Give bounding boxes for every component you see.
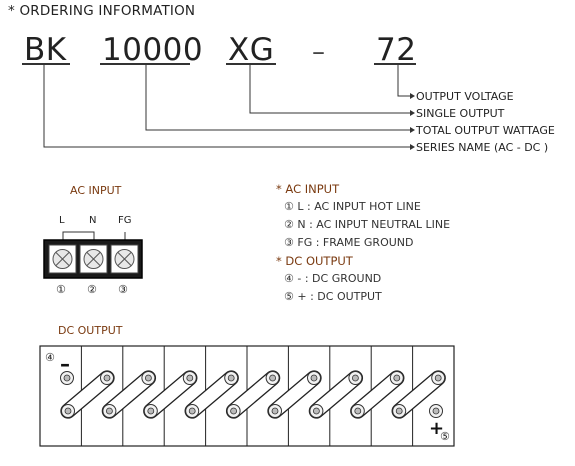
dc-bus-screw-center [227, 374, 235, 382]
legend-dc-text-2: + : DC OUTPUT [297, 290, 382, 303]
legend-ac-num-1: ① [284, 200, 294, 213]
dc-bus-screw-center [269, 374, 277, 382]
dc-bus-screw-center [310, 374, 318, 382]
dc-bus-bar [143, 370, 198, 419]
code-series: BK [24, 32, 67, 68]
dc-bus-bar [60, 370, 115, 419]
dc-bus-bar-body [60, 370, 115, 419]
ac-terminal-l [48, 244, 77, 274]
dc-bus-bar-body [101, 370, 157, 419]
legend-dc-item-1: ④ - : DC GROUND [284, 272, 381, 285]
pin-number-1: ① [56, 283, 66, 296]
code-voltage-underline [374, 63, 416, 65]
dc-bus-screw-center [106, 407, 113, 415]
leader-series-name [43, 65, 410, 148]
legend-ac-text-3: FG : FRAME GROUND [297, 236, 414, 249]
dc-bus-screw-center [64, 407, 72, 415]
dc-bus-bar-body [184, 370, 239, 419]
legend-dc-text-1: - : DC GROUND [297, 272, 382, 285]
legend-ac-heading: * AC INPUT [276, 182, 340, 196]
dc-output-label: DC OUTPUT [58, 324, 123, 337]
dc-bus-screw-center [393, 374, 401, 382]
pin-label-n: N [89, 215, 97, 226]
ln-bracket [62, 231, 95, 240]
legend-ac-num-2: ② [284, 218, 294, 231]
dc-bus-screw-center [144, 374, 152, 382]
legend-ac-item-1: ① L : AC INPUT HOT LINE [284, 200, 421, 213]
dc-bus-screw-center [395, 407, 403, 415]
code-voltage: 72 [376, 32, 417, 68]
dc-bus-screw-center [186, 374, 194, 382]
dc-bus-screw-center [188, 407, 196, 415]
code-series-underline [22, 63, 70, 65]
dc-neg-screw-center [63, 374, 71, 382]
ac-input-label: AC INPUT [70, 184, 122, 197]
legend-dc-heading: * DC OUTPUT [276, 254, 353, 268]
desc-output-voltage: OUTPUT VOLTAGE [416, 90, 514, 103]
desc-total-output-wattage: TOTAL OUTPUT WATTAGE [416, 124, 555, 137]
dc-pos-sign: + [429, 418, 445, 439]
legend-dc-item-2: ⑤ + : DC OUTPUT [284, 290, 382, 303]
legend-dc-num-2: ⑤ [284, 290, 294, 303]
legend-ac-item-3: ③ FG : FRAME GROUND [284, 236, 414, 249]
desc-single-output: SINGLE OUTPUT [416, 107, 505, 120]
ac-terminal-n [79, 244, 108, 274]
dc-bus-screw-center [271, 407, 279, 415]
leader-output-voltage [397, 65, 410, 97]
code-output-type: XG [228, 32, 275, 68]
dc-bus-screw-center [230, 407, 238, 415]
dc-bus-screw-center [351, 374, 359, 382]
dc-bus-bar [184, 370, 239, 419]
pin-label-fg: FG [118, 215, 132, 226]
dc-bus-screw-center [312, 407, 320, 415]
dc-terminal-block [39, 345, 455, 447]
legend-ac-text-1: L : AC INPUT HOT LINE [297, 200, 421, 213]
ac-terminal-fg [110, 244, 139, 274]
dc-neg-sign: – [60, 352, 70, 376]
leader-total-wattage [145, 65, 410, 131]
dc-neg-number: ④ [45, 351, 55, 364]
dc-bus-screw-center [147, 407, 155, 415]
legend-dc-num-1: ④ [284, 272, 294, 285]
dc-bus-screw-center [434, 374, 442, 382]
legend-ac-item-2: ② N : AC INPUT NEUTRAL LINE [284, 218, 450, 231]
code-dash: – [312, 37, 326, 67]
pin-number-3: ③ [118, 283, 128, 296]
code-output-type-underline [226, 63, 276, 65]
page-title: * ORDERING INFORMATION [8, 3, 196, 19]
dc-pos-screw-center [432, 407, 440, 415]
code-wattage: 10000 [102, 32, 204, 68]
leader-lines [43, 65, 415, 150]
ac-terminal-block [43, 231, 143, 279]
desc-series-name: SERIES NAME (AC - DC ) [416, 141, 549, 154]
legend-ac-text-2: N : AC INPUT NEUTRAL LINE [297, 218, 451, 231]
dc-bus-screw-center [354, 407, 362, 415]
dc-pos-number: ⑤ [440, 430, 450, 443]
leader-single-output [249, 65, 410, 114]
pin-number-2: ② [87, 283, 97, 296]
pin-label-l: L [59, 215, 65, 226]
dc-bus-bar-body [143, 370, 198, 419]
legend-ac-num-3: ③ [284, 236, 294, 249]
code-wattage-underline [100, 63, 190, 65]
dc-bus-screw-center [103, 374, 111, 382]
dc-bus-bar [101, 370, 157, 419]
